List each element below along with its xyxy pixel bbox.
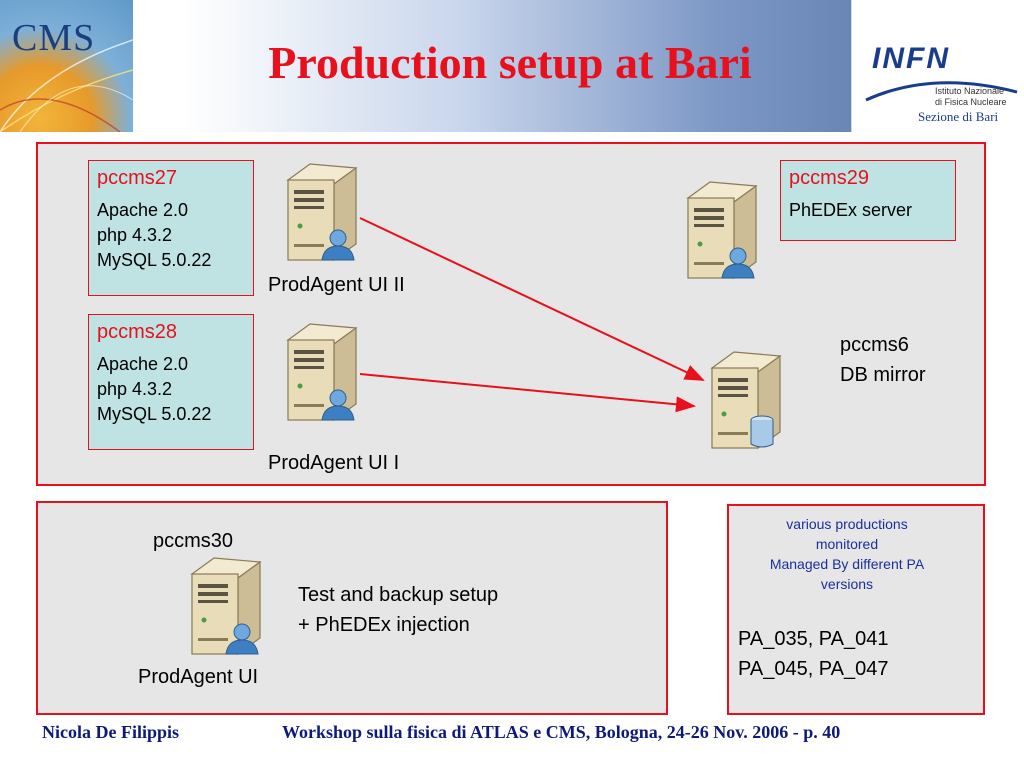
machine-host: pccms27 [97,167,178,189]
note-line: Managed By different PA [769,556,925,572]
infn-logo-word: INFN [872,42,950,75]
software-item: MySQL 5.0.22 [97,404,212,424]
infn-logo-section: Sezione di Bari [918,109,999,124]
arrow-ui2-to-db [359,217,705,381]
infn-line2: di Fisica Nucleare [935,97,1007,107]
label-db-role: DB mirror [840,364,926,386]
note-line: versions [820,576,874,592]
label-phedex-injection: + PhEDEx injection [298,614,470,636]
server-user-icon [286,323,358,422]
cms-logo [0,0,133,132]
arrow-ui1-to-db [359,373,696,413]
label-pa-versions-1: PA_035, PA_041 [738,628,889,650]
machine-host: pccms29 [789,167,870,189]
machine-box-pccms27: pccms27 Apache 2.0 php 4.3.2 MySQL 5.0.2… [88,160,254,296]
note-line: monitored [815,536,879,552]
machine-box-pccms28: pccms28 Apache 2.0 php 4.3.2 MySQL 5.0.2… [88,314,254,450]
bottom-right-panel [727,504,985,715]
software-item: Apache 2.0 [97,200,189,220]
server-user-icon [686,181,758,280]
software-item: Apache 2.0 [97,354,189,374]
machine-host: pccms28 [97,321,178,343]
productions-note: various productions monitored Managed By… [735,514,959,594]
cms-logo-graphic [0,39,133,132]
infn-logo-subtitle: Istituto Nazionale di Fisica Nucleare [935,86,1007,108]
software-item: MySQL 5.0.22 [97,250,212,270]
label-test-backup: Test and backup setup [298,584,499,606]
label-pa-versions-2: PA_045, PA_047 [738,658,889,680]
infn-swoosh-icon [865,81,1018,102]
label-pccms30: pccms30 [153,530,234,552]
machine-box-pccms29: pccms29 PhEDEx server [780,160,956,241]
footer-author: Nicola De Filippis [42,722,180,742]
label-prodagent-ui: ProdAgent UI [138,666,259,688]
server-user-icon [190,557,262,656]
footer-event: Workshop sulla fisica di ATLAS e CMS, Bo… [282,722,841,742]
software-item: php 4.3.2 [97,225,173,245]
label-prodagent-ui-2: ProdAgent UI II [268,274,405,296]
software-item: php 4.3.2 [97,379,173,399]
label-prodagent-ui-1: ProdAgent UI I [268,452,400,474]
page-title: Production setup at Bari [268,37,752,88]
server-user-icon [286,163,358,262]
note-line: various productions [786,516,908,532]
infn-logo [851,0,1024,132]
infn-line1: Istituto Nazionale [935,86,1005,96]
software-item: PhEDEx server [789,200,913,220]
server-database-icon [710,351,782,450]
label-db-host: pccms6 [840,334,909,356]
cms-logo-text: CMS [12,17,96,59]
bottom-left-panel [36,501,668,715]
